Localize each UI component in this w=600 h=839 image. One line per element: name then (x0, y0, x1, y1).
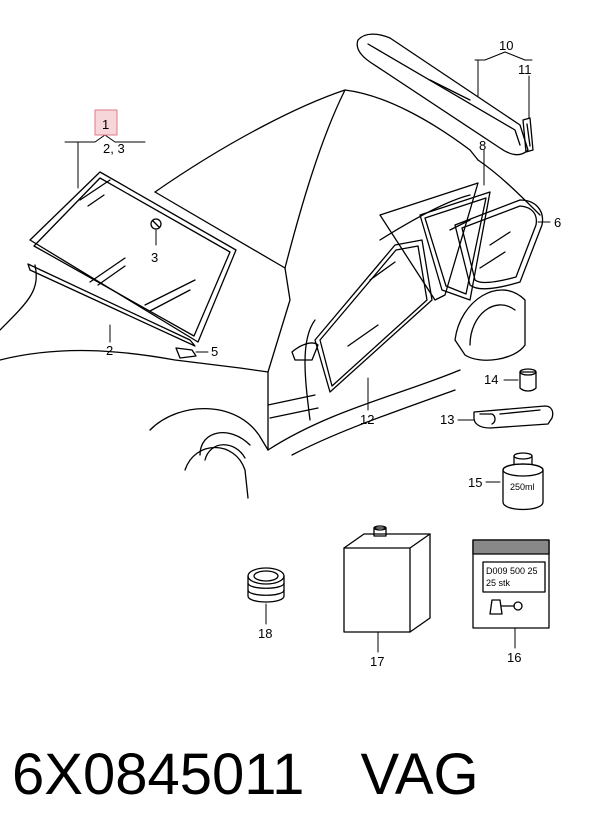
callout-8: 8 (479, 138, 486, 153)
clip-part3 (150, 218, 162, 230)
callout-18: 18 (258, 626, 272, 641)
footer-part-number: 6X0845011 (12, 742, 305, 807)
callout-11: 11 (518, 62, 532, 77)
callout-labels: 1 2, 3 3 2 5 10 11 8 6 12 14 13 15 18 17… (102, 38, 561, 669)
callout-2-3: 2, 3 (103, 141, 125, 156)
rear-quarter-glass (419, 191, 491, 301)
can-part15 (502, 452, 544, 511)
callout-2: 2 (106, 343, 113, 358)
leader-lines (64, 51, 551, 653)
cap-part14 (519, 368, 537, 392)
car-body-outline (0, 89, 541, 499)
package-label-line1: D009 500 25 (486, 566, 538, 576)
callout-10: 10 (499, 38, 513, 53)
callout-17: 17 (370, 654, 384, 669)
roof-glass-panel (356, 33, 529, 156)
callout-15: 15 (468, 475, 482, 490)
package-label-line2: 25 stk (486, 578, 511, 588)
callout-5: 5 (211, 344, 218, 359)
rear-window (454, 199, 544, 290)
callout-14: 14 (484, 372, 498, 387)
tape-rolls-part18 (247, 567, 285, 603)
highlight-box-part1 (94, 109, 118, 136)
footer-brand: VAG (360, 742, 479, 807)
can-label: 250ml (510, 482, 535, 492)
front-door-glass (314, 239, 433, 393)
callout-1: 1 (102, 117, 109, 132)
callout-6: 6 (554, 215, 561, 230)
mirror-base-part5 (175, 347, 197, 359)
windshield (27, 171, 237, 347)
footer: 6X0845011 VAG (12, 735, 479, 815)
trim-strip-part13 (473, 405, 554, 429)
box-part17 (343, 525, 431, 633)
callout-12: 12 (360, 412, 374, 427)
callout-13: 13 (440, 412, 454, 427)
package-part16 (472, 539, 550, 629)
callout-16: 16 (507, 650, 521, 665)
callout-3: 3 (151, 250, 158, 265)
seal-strip-part11 (522, 117, 534, 153)
